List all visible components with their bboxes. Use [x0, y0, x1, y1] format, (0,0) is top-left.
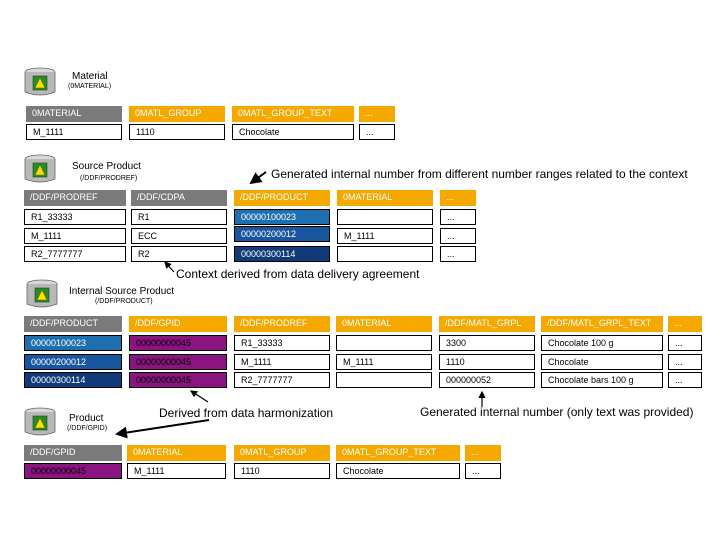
- value-cell: Chocolate: [336, 463, 460, 479]
- value-cell: Chocolate bars 100 g: [541, 372, 663, 388]
- value-cell: [336, 335, 432, 351]
- value-cell: ...: [359, 124, 395, 140]
- value-cell: Chocolate: [541, 354, 663, 370]
- header-cell: /DDF/GPID: [24, 445, 122, 461]
- header-cell: ...: [359, 106, 395, 122]
- database-cube-icon: [26, 279, 58, 308]
- internal-source-product-subtitle: (/DDF/PRODUCT): [95, 298, 153, 305]
- value-cell: 00000200012: [234, 226, 330, 242]
- value-cell: Chocolate 100 g: [541, 335, 663, 351]
- material-subtitle: (0MATERIAL): [68, 83, 112, 90]
- value-cell: ...: [668, 335, 702, 351]
- header-cell: /DDF/PRODREF: [234, 316, 330, 332]
- value-cell: 000000052: [439, 372, 535, 388]
- value-cell: ...: [668, 354, 702, 370]
- value-cell: 00000200012: [24, 354, 122, 370]
- value-cell: [337, 209, 433, 225]
- value-cell: 1110: [129, 124, 225, 140]
- header-cell: ...: [440, 190, 476, 206]
- value-cell: ...: [465, 463, 501, 479]
- header-cell: ...: [668, 316, 702, 332]
- source-product-subtitle: (/DDF/PRODREF): [80, 175, 138, 182]
- header-cell: ...: [465, 445, 501, 461]
- header-cell: /DDF/GPID: [129, 316, 227, 332]
- value-cell: ...: [440, 228, 476, 244]
- header-cell: /DDF/CDPA: [131, 190, 227, 206]
- header-cell: 0MATERIAL: [127, 445, 226, 461]
- database-cube-icon: [24, 407, 56, 436]
- value-cell: ...: [668, 372, 702, 388]
- value-cell: R1_33333: [24, 209, 126, 225]
- material-title: Material: [72, 71, 108, 82]
- source-product-title: Source Product: [72, 161, 141, 172]
- database-cube-icon: [24, 67, 56, 96]
- value-cell: M_1111: [336, 354, 432, 370]
- header-cell: 0MATERIAL: [26, 106, 122, 122]
- header-cell: 0MATL_GROUP_TEXT: [336, 445, 460, 461]
- value-cell: ...: [440, 209, 476, 225]
- value-cell: 00000100023: [24, 335, 122, 351]
- value-cell: R2: [131, 246, 227, 262]
- value-cell: 00000000045: [129, 372, 227, 388]
- value-cell: 00000000045: [24, 463, 122, 479]
- header-cell: 0MATL_GROUP: [234, 445, 330, 461]
- value-cell: Chocolate: [232, 124, 354, 140]
- annotation-derived-harmonization: Derived from data harmonization: [159, 406, 334, 420]
- value-cell: 3300: [439, 335, 535, 351]
- value-cell: M_1111: [24, 228, 126, 244]
- value-cell: 1110: [234, 463, 330, 479]
- value-cell: M_1111: [127, 463, 226, 479]
- header-cell: /DDF/PRODUCT: [234, 190, 330, 206]
- header-cell: 0MATERIAL: [336, 316, 432, 332]
- value-cell: R1_33333: [234, 335, 330, 351]
- value-cell: ECC: [131, 228, 227, 244]
- value-cell: M_1111: [26, 124, 122, 140]
- value-cell: 00000300114: [234, 246, 330, 262]
- annotation-generated-text-only: Generated internal number (only text was…: [420, 405, 694, 419]
- arrow-icon: [164, 261, 175, 273]
- header-cell: /DDF/MATL_GRPL_TEXT: [541, 316, 663, 332]
- value-cell: R2_7777777: [24, 246, 126, 262]
- annotation-context-derived: Context derived from data delivery agree…: [176, 267, 420, 281]
- header-cell: 0MATL_GROUP_TEXT: [232, 106, 354, 122]
- product-subtitle: (/DDF/GPID): [67, 425, 108, 432]
- value-cell: 00000300114: [24, 372, 122, 388]
- arrow-icon: [115, 419, 210, 439]
- value-cell: [336, 372, 432, 388]
- header-cell: /DDF/PRODUCT: [24, 316, 122, 332]
- header-cell: 0MATERIAL: [337, 190, 433, 206]
- value-cell: 1110: [439, 354, 535, 370]
- header-cell: 0MATL_GROUP: [129, 106, 225, 122]
- value-cell: R2_7777777: [234, 372, 330, 388]
- header-cell: /DDF/PRODREF: [24, 190, 126, 206]
- value-cell: 00000000045: [129, 335, 227, 351]
- value-cell: 00000000045: [129, 354, 227, 370]
- product-title: Product: [69, 413, 104, 424]
- annotation-generated-context: Generated internal number from different…: [271, 167, 688, 181]
- arrow-icon: [189, 390, 209, 403]
- internal-source-product-title: Internal Source Product: [69, 286, 175, 297]
- database-cube-icon: [24, 154, 56, 183]
- value-cell: M_1111: [337, 228, 433, 244]
- value-cell: [337, 246, 433, 262]
- value-cell: M_1111: [234, 354, 330, 370]
- header-cell: /DDF/MATL_GRPL: [439, 316, 535, 332]
- value-cell: ...: [440, 246, 476, 262]
- value-cell: R1: [131, 209, 227, 225]
- arrow-icon: [249, 171, 267, 185]
- value-cell: 00000100023: [234, 209, 330, 225]
